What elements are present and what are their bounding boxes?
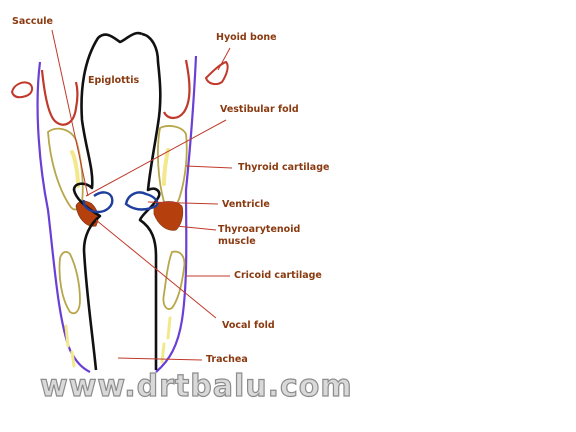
leader-saccule	[51, 29, 89, 197]
label-trachea: Trachea	[206, 354, 248, 365]
hyoid-bone-right	[204, 60, 229, 86]
tracheal-ring-right	[160, 316, 172, 364]
outer-wall-right	[155, 55, 198, 373]
label-vocal-fold: Vocal fold	[222, 320, 275, 331]
label-ventricle: Ventricle	[222, 199, 270, 210]
label-cricoid-cartilage: Cricoid cartilage	[234, 270, 322, 281]
leader-vocal-fold	[95, 219, 217, 319]
cricoid-cartilage-right	[162, 250, 186, 310]
label-thyroarytenoid: Thyroarytenoid	[218, 224, 300, 235]
label-epiglottis: Epiglottis	[88, 75, 139, 86]
cricoid-cartilage-left	[58, 251, 81, 315]
leader-muscle	[175, 225, 217, 231]
hyoid-bone-left	[10, 81, 34, 99]
muscle-right	[153, 201, 184, 231]
label-saccule: Saccule	[12, 16, 53, 27]
airway-outline-right	[138, 32, 162, 370]
airway-outline-left	[72, 31, 143, 371]
leader-thyroid	[185, 165, 233, 169]
watermark-text: www.drtbalu.com	[40, 369, 353, 404]
leader-vestibular	[85, 119, 227, 197]
leader-trachea	[117, 357, 203, 361]
thyroid-cartilage-right	[157, 125, 188, 209]
leader-hyoid	[217, 47, 231, 71]
tracheal-ring-left	[64, 324, 76, 368]
hyoid-curve-right	[163, 59, 191, 120]
outer-wall-left	[36, 61, 91, 373]
label-muscle: muscle	[218, 236, 256, 247]
hyoid-curve-left	[40, 69, 79, 126]
label-hyoid-bone: Hyoid bone	[216, 32, 277, 43]
ventricle-left	[82, 191, 114, 214]
leader-ventricle	[147, 201, 219, 205]
ventricle-right	[124, 191, 159, 211]
label-vestibular-fold: Vestibular fold	[220, 104, 299, 115]
label-thyroid-cartilage: Thyroid cartilage	[238, 162, 329, 173]
yellow-patch-left	[70, 150, 80, 188]
leader-lines	[51, 29, 233, 361]
yellow-patch-right	[162, 148, 170, 186]
